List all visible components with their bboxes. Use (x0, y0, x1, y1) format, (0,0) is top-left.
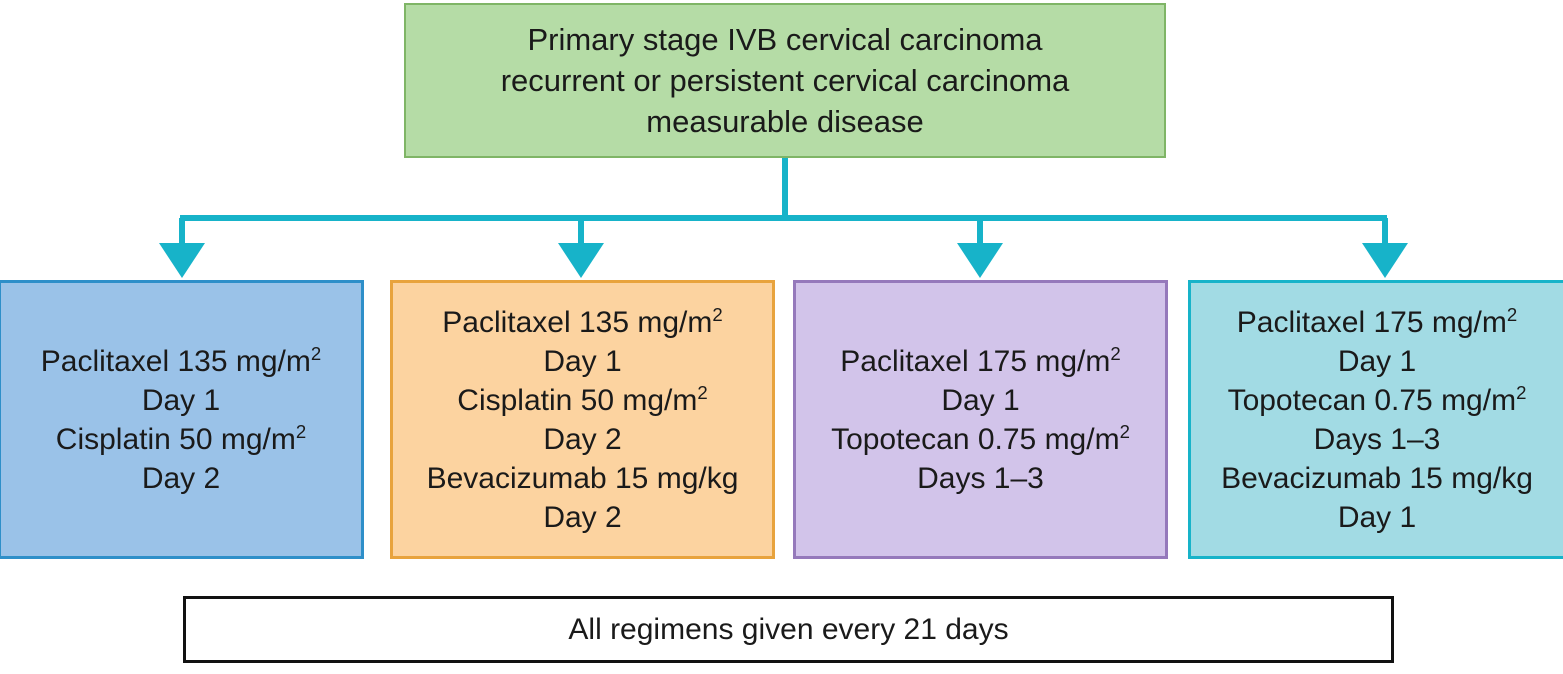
regimen-line: Days 1–3 (917, 461, 1044, 495)
arrow-head-2 (558, 243, 604, 278)
regimen-line: Paclitaxel 135 mg/m2 (40, 342, 322, 378)
primary-diagnosis-text: Primary stage IVB cervical carcinoma rec… (406, 19, 1164, 143)
regimen-paclitaxel-topotecan: Paclitaxel 175 mg/m2 Day 1 Topotecan 0.7… (793, 280, 1168, 559)
regimen-line: Paclitaxel 175 mg/m2 (1236, 303, 1518, 339)
regimen-line: Cisplatin 50 mg/m2 (457, 381, 708, 417)
regimen-line: Bevacizumab 15 mg/kg (1221, 461, 1533, 495)
all-regimens-note: All regimens given every 21 days (183, 596, 1394, 663)
primary-diagnosis-node: Primary stage IVB cervical carcinoma rec… (404, 3, 1166, 158)
diagnosis-line: recurrent or persistent cervical carcino… (500, 62, 1070, 98)
regimen-line: Day 1 (1337, 500, 1417, 534)
regimen-paclitaxel-topotecan-bevacizumab: Paclitaxel 175 mg/m2 Day 1 Topotecan 0.7… (1188, 280, 1563, 559)
superscript: 2 (1119, 420, 1130, 442)
regimen-line: Day 1 (1337, 344, 1417, 378)
diagnosis-line: measurable disease (646, 104, 924, 140)
superscript: 2 (295, 420, 307, 442)
footer-note-text: All regimens given every 21 days (568, 613, 1009, 646)
regimen-line: Day 2 (141, 461, 221, 495)
regimen-paclitaxel-cisplatin-bevacizumab: Paclitaxel 135 mg/m2 Day 1 Cisplatin 50 … (390, 280, 775, 559)
regimen-line: Day 2 (543, 500, 622, 534)
regimen-3-text: Paclitaxel 175 mg/m2 Day 1 Topotecan 0.7… (796, 342, 1165, 498)
regimen-line: Bevacizumab 15 mg/kg (426, 461, 739, 495)
regimen-line: Cisplatin 50 mg/m2 (55, 420, 307, 456)
superscript: 2 (697, 381, 708, 403)
superscript: 2 (310, 342, 322, 364)
superscript: 2 (1110, 342, 1121, 364)
regimen-4-text: Paclitaxel 175 mg/m2 Day 1 Topotecan 0.7… (1191, 303, 1563, 537)
arrow-head-1 (159, 243, 205, 278)
arrow-head-3 (957, 243, 1003, 278)
regimen-paclitaxel-cisplatin: Paclitaxel 135 mg/m2 Day 1 Cisplatin 50 … (0, 280, 364, 559)
superscript: 2 (1516, 381, 1527, 403)
diagnosis-line: Primary stage IVB cervical carcinoma (527, 21, 1043, 57)
superscript: 2 (1506, 303, 1518, 325)
superscript: 2 (712, 303, 723, 325)
regimen-line: Days 1–3 (1313, 422, 1441, 456)
regimen-line: Topotecan 0.75 mg/m2 (831, 420, 1130, 456)
regimen-line: Day 1 (543, 344, 622, 378)
regimen-line: Day 1 (941, 383, 1020, 417)
regimen-line: Day 2 (543, 422, 622, 456)
regimen-2-text: Paclitaxel 135 mg/m2 Day 1 Cisplatin 50 … (393, 303, 772, 537)
regimen-line: Day 1 (141, 383, 221, 417)
regimen-line: Paclitaxel 135 mg/m2 (442, 303, 723, 339)
regimen-line: Paclitaxel 175 mg/m2 (840, 342, 1121, 378)
regimen-1-text: Paclitaxel 135 mg/m2 Day 1 Cisplatin 50 … (1, 342, 361, 498)
arrow-head-4 (1362, 243, 1408, 278)
regimen-line: Topotecan 0.75 mg/m2 (1227, 381, 1527, 417)
